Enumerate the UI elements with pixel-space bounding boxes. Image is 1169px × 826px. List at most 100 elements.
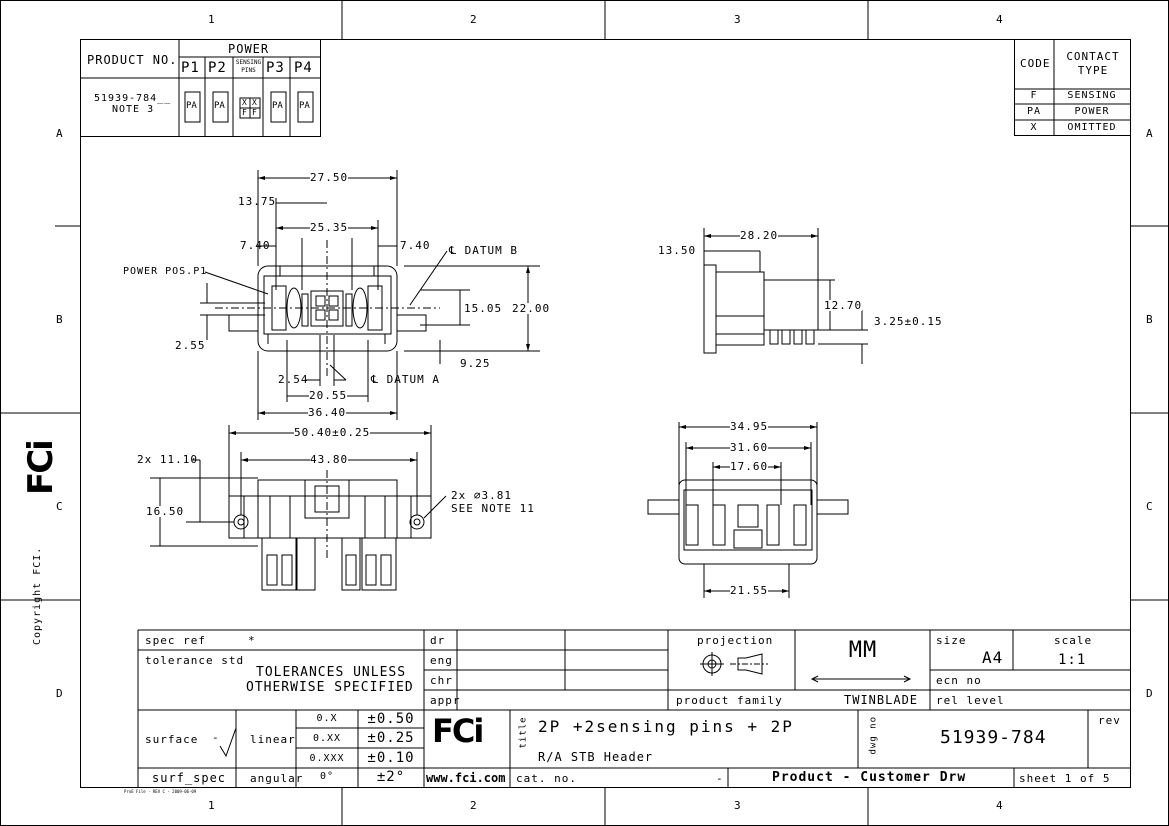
cat-no-label: cat. no. xyxy=(516,772,577,785)
legend-code-pa: PA xyxy=(1026,106,1042,117)
title-line1: 2P +2sensing pins + 2P xyxy=(538,717,794,736)
role-chr: chr xyxy=(430,674,453,687)
cell-sense-f1: F xyxy=(242,108,248,117)
cell-sense-f2: F xyxy=(252,108,258,117)
legend-type-sensing: SENSING xyxy=(1067,90,1117,101)
tol-fmt-2: 0.XX xyxy=(312,733,342,744)
angular-label: angular xyxy=(250,772,304,785)
legend-code-header: CODE xyxy=(1020,57,1051,70)
copyright-text: Copyright FCI. xyxy=(32,546,43,645)
footnote: ProE File - REV C - 2009-06-09 xyxy=(124,789,197,794)
linear-label: linear xyxy=(250,733,296,746)
rev-label: rev xyxy=(1098,714,1121,727)
sensing-label: SENSING xyxy=(235,59,262,66)
zone-row-d-right: D xyxy=(1146,687,1154,700)
size-label: size xyxy=(936,634,967,647)
tol-val-2: ±0.25 xyxy=(367,730,415,746)
cat-no-value: - xyxy=(716,772,724,785)
datum-b-label: ℄ DATUM B xyxy=(449,244,519,257)
dim-27-50: 27.50 xyxy=(310,171,349,184)
legend-type-header-1: CONTACT xyxy=(1066,50,1120,63)
legend-type-header-2: TYPE xyxy=(1077,64,1109,77)
dim-36-40: 36.40 xyxy=(308,406,347,419)
tolerances-line2: OTHERWISE SPECIFIED xyxy=(246,680,414,695)
hole-callout: 2x ∅3.81 xyxy=(451,489,512,502)
zone-col-1-bottom: 1 xyxy=(208,799,216,812)
spec-ref-label: spec ref xyxy=(145,634,206,647)
zone-col-2: 2 xyxy=(470,13,478,26)
sensing-pins-label: PINS xyxy=(241,67,256,74)
dim-15-05: 15.05 xyxy=(464,302,503,315)
zone-row-c: C xyxy=(56,500,64,513)
spec-ref-value: * xyxy=(248,634,256,647)
hole-note: SEE NOTE 11 xyxy=(451,502,535,515)
zone-col-2-bottom: 2 xyxy=(470,799,478,812)
scale-value: 1:1 xyxy=(1058,652,1087,668)
power-pos-label: POWER POS.P1 xyxy=(123,266,208,277)
dim-50-40: 50.40±0.25 xyxy=(294,426,371,439)
zone-row-c-right: C xyxy=(1146,500,1154,513)
zone-row-a-right: A xyxy=(1146,127,1154,140)
dim-13-75: 13.75 xyxy=(238,195,277,208)
dim-7-40-left: 7.40 xyxy=(240,239,271,252)
zone-row-a: A xyxy=(56,127,64,140)
cell-p2: PA xyxy=(214,101,225,111)
legend-type-omitted: OMITTED xyxy=(1067,122,1117,133)
tolerance-std-label: tolerance std xyxy=(145,654,245,667)
angular-fmt: 0° xyxy=(319,771,335,782)
dim-12-70: 12.70 xyxy=(824,299,863,312)
dim-7-40-right: 7.40 xyxy=(400,239,431,252)
pin-p4: P4 xyxy=(294,60,313,76)
scale-label: scale xyxy=(1054,634,1093,647)
dim-31-60: 31.60 xyxy=(730,441,769,454)
note-cell: NOTE 3 xyxy=(112,104,155,115)
power-label: POWER xyxy=(228,42,270,56)
product-no-label: PRODUCT NO. xyxy=(87,53,178,67)
dim-3-25: 3.25±0.15 xyxy=(874,315,943,328)
title-label: title xyxy=(518,716,529,749)
role-eng: eng xyxy=(430,654,453,667)
fci-side-logo: FCi xyxy=(21,425,61,495)
surface-value: - xyxy=(212,731,220,744)
part-number-cell: 51939-784__ xyxy=(94,93,172,104)
zone-row-b: B xyxy=(56,313,64,326)
legend-type-power: POWER xyxy=(1074,106,1110,117)
cell-p1: PA xyxy=(186,101,197,111)
fci-logo: FCi xyxy=(432,712,506,762)
dim-2-54: 2.54 xyxy=(278,373,309,386)
dim-16-50: 16.50 xyxy=(146,505,185,518)
legend-code-f: F xyxy=(1030,90,1038,101)
surface-label: surface xyxy=(145,733,199,746)
zone-row-d: D xyxy=(56,687,64,700)
dim-20-55: 20.55 xyxy=(309,389,348,402)
cell-p3: PA xyxy=(272,101,283,111)
role-dr: dr xyxy=(430,634,446,647)
angular-val: ±2° xyxy=(376,769,406,785)
pin-p2: P2 xyxy=(208,60,227,76)
size-value: A4 xyxy=(982,648,1004,667)
tol-fmt-3: 0.XXX xyxy=(309,753,345,764)
product-family-label: product family xyxy=(676,694,783,707)
zone-row-b-right: B xyxy=(1146,313,1154,326)
dwg-no-value: 51939-784 xyxy=(940,727,1047,748)
dim-43-80: 43.80 xyxy=(310,453,349,466)
dwg-no-label: dwg no xyxy=(868,715,879,755)
pin-p3: P3 xyxy=(266,60,285,76)
tol-val-3: ±0.10 xyxy=(367,750,415,766)
zone-col-4-bottom: 4 xyxy=(996,799,1004,812)
ecn-label: ecn no xyxy=(936,674,982,687)
drawing-type: Product - Customer Drw xyxy=(772,770,967,785)
zone-col-3: 3 xyxy=(734,13,742,26)
tol-val-1: ±0.50 xyxy=(367,711,415,727)
legend-code-x: X xyxy=(1030,122,1038,133)
cell-sense-x1: X xyxy=(242,98,248,107)
sheet-number: sheet 1 of 5 xyxy=(1019,772,1111,785)
zone-col-4: 4 xyxy=(996,13,1004,26)
fci-logo-text: FCi xyxy=(432,712,484,750)
zone-col-3-bottom: 3 xyxy=(734,799,742,812)
datum-a-label: ℄ DATUM A xyxy=(371,373,441,386)
dim-25-35: 25.35 xyxy=(310,221,349,234)
dim-34-95: 34.95 xyxy=(730,420,769,433)
dim-11-10: 2x 11.10 xyxy=(137,453,198,466)
